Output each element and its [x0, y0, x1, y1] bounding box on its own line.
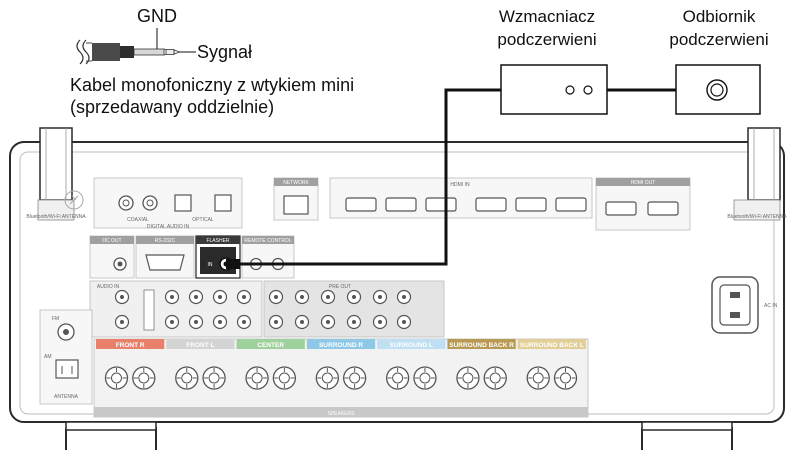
speaker-terminal-core [489, 372, 501, 384]
ir-amplifier-port-icon [583, 85, 593, 95]
ir-amplifier-box [500, 64, 608, 115]
mono-mini-plug-cable [76, 28, 196, 65]
bt-antenna-left-label: Bluetooth/Wi-Fi ANTENNA [26, 214, 86, 220]
pre-out-label: PRE OUT [329, 284, 351, 290]
flasher-in-label: IN [208, 262, 213, 268]
ir-receiver-label-line2: podczerwieni [669, 30, 768, 49]
bt-antenna-left [37, 127, 75, 221]
speaker-group-label: SURROUND L [390, 342, 433, 349]
hdmi-in-section [329, 177, 593, 219]
speaker-terminal-core [110, 372, 122, 384]
signal-label: Sygnał [197, 42, 252, 62]
speaker-group-label: CENTER [257, 342, 284, 349]
speaker-terminal-group: SURROUND L [377, 339, 446, 390]
speaker-group-header [96, 339, 165, 349]
bt-antenna-right [733, 127, 781, 221]
digital-audio-in-label: DIGITAL AUDIO IN [147, 224, 190, 230]
hdmi-port-icon [345, 197, 377, 212]
ir-receiver-box [675, 64, 761, 115]
speakers-label: SPEAKERS [328, 411, 356, 417]
cable-description-line2: (sprzedawany oddzielnie) [70, 97, 274, 117]
speaker-group-label: FRONT L [186, 342, 214, 349]
hdmi-in-label: HDMI IN [450, 182, 470, 188]
speaker-terminal-core [251, 372, 263, 384]
antenna-label: ANTENNA [54, 394, 79, 400]
ir-amplifier-label-line1: Wzmacniacz [499, 7, 595, 26]
speaker-terminal-core [419, 372, 431, 384]
hdmi-out-label: HDMI OUT [631, 180, 656, 186]
network-port-icon [283, 195, 309, 215]
dc-out-label: DC OUT [102, 238, 121, 244]
flasher-to-amplifier-cable [237, 88, 501, 266]
cable-description-line1: Kabel monofoniczny z wtykiem mini [70, 75, 354, 95]
ir-amplifier-label-line2: podczerwieni [497, 30, 596, 49]
fm-label: FM [52, 316, 59, 322]
hdmi-port-icon [425, 197, 457, 212]
speaker-group-label: SURROUND BACK R [449, 342, 514, 349]
speaker-terminal-group: SURROUND R [306, 339, 376, 390]
speaker-terminal-group: SURROUND BACK R [447, 339, 516, 390]
rs232c-port-icon [145, 254, 185, 271]
speaker-terminal-core [462, 372, 474, 384]
speaker-terminal-core [321, 372, 333, 384]
optical-port-icon [214, 194, 232, 212]
speaker-terminal-core [208, 372, 220, 384]
speakers-section [93, 338, 589, 418]
coaxial-label: COAXIAL [127, 217, 149, 223]
speaker-terminal-groups: FRONT R FRONT L CENTER SURROUND R SURROUND L… [96, 339, 586, 390]
ac-in-label: AC IN [764, 303, 778, 309]
speaker-terminal-group: FRONT L [166, 339, 235, 390]
audio-in-label: AUDIO IN [97, 284, 120, 290]
ir-amplifier-port-icon [565, 85, 575, 95]
digital-audio-in-section [93, 177, 243, 229]
ir-receiver-label-line1: Odbiornik [683, 7, 756, 26]
hdmi-port-icon [385, 197, 417, 212]
network-label: NETWORK [283, 180, 309, 186]
speaker-terminal-core [349, 372, 361, 384]
am-label: AM [44, 354, 52, 360]
hdmi-out-port-icon [647, 201, 679, 216]
speaker-terminal-group: SURROUND BACK L [517, 339, 586, 390]
antenna-section [39, 309, 93, 405]
speaker-terminal-core [392, 372, 404, 384]
speaker-group-label: FRONT R [116, 342, 145, 349]
feet [65, 421, 733, 450]
hdmi-port-icon [515, 197, 547, 212]
am-antenna-terminal-icon [55, 359, 79, 379]
fan-icon [64, 190, 84, 210]
mini-plug-icon [226, 259, 240, 269]
hdmi-out-port-icon [605, 201, 637, 216]
speaker-group-header [306, 339, 376, 349]
speaker-group-label: SURROUND R [319, 342, 363, 349]
speaker-terminal-core [278, 372, 290, 384]
hdmi-port-icon [475, 197, 507, 212]
hdmi-port-icon [555, 197, 587, 212]
bt-antenna-right-label: Bluetooth/Wi-Fi ANTENNA [727, 214, 787, 220]
speaker-terminal-core [532, 372, 544, 384]
speaker-terminal-group: CENTER [236, 339, 305, 390]
flasher-label: FLASHER [206, 238, 229, 244]
hdmi-out-section [595, 177, 691, 231]
ac-in-socket [711, 276, 759, 334]
speaker-terminal-group: FRONT R [96, 339, 165, 390]
speaker-terminal-core [181, 372, 193, 384]
speaker-group-header [377, 339, 446, 349]
speaker-terminal-core [138, 372, 150, 384]
speaker-group-header [517, 339, 586, 349]
speaker-terminal-core [560, 372, 572, 384]
remote-control-label: REMOTE CONTROL [244, 238, 291, 244]
gnd-label: GND [137, 6, 177, 26]
speaker-group-header [447, 339, 516, 349]
rs232c-label: RS-232C [155, 238, 176, 244]
speaker-group-label: SURROUND BACK L [520, 342, 584, 349]
audio-rca-section [89, 280, 445, 338]
optical-label: OPTICAL [192, 217, 214, 223]
speaker-group-header [166, 339, 235, 349]
speaker-group-header [236, 339, 305, 349]
optical-port-icon [174, 194, 192, 212]
